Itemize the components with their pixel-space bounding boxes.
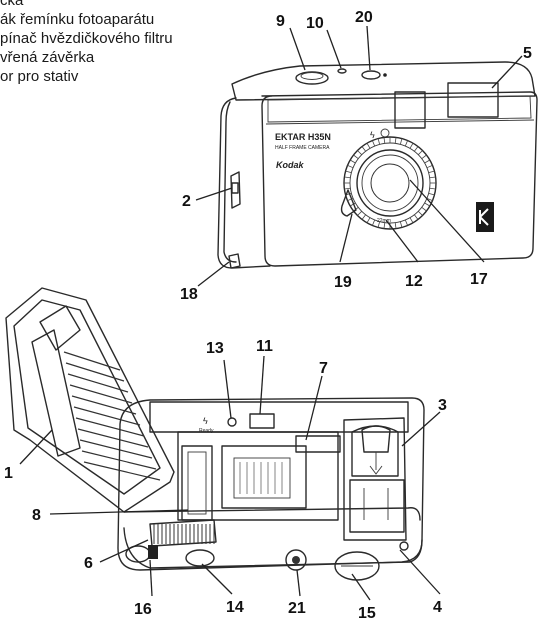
flash-icon: ϟ xyxy=(370,130,375,140)
callout-17: 17 xyxy=(470,271,488,288)
cartridge-lower xyxy=(349,479,405,533)
brand-logo-text: Kodak xyxy=(276,160,305,170)
front-side-body xyxy=(217,97,271,269)
star-switch-bottom xyxy=(148,545,158,559)
take-up-spool xyxy=(181,445,213,521)
rewind-fork-housing xyxy=(351,425,399,477)
callout-2: 2 xyxy=(182,193,191,210)
top-contact xyxy=(337,68,347,74)
back-camera: ϟ Ready xyxy=(5,287,425,581)
back-body xyxy=(117,397,425,571)
battery-cover xyxy=(334,551,380,581)
front-upper-panel xyxy=(267,95,532,123)
callout-6: 6 xyxy=(84,555,93,572)
pressure-plate-top xyxy=(39,305,81,351)
bottom-plate xyxy=(123,527,423,569)
callout-15: 15 xyxy=(358,605,376,622)
rewind-release-button xyxy=(185,549,215,567)
callout-numbers: 9 10 20 5 2 18 19 12 17 13 11 7 3 4 1 8 … xyxy=(4,9,532,622)
tripod-socket-ring xyxy=(285,549,307,571)
film-chamber xyxy=(177,431,339,521)
front-bottom-foot xyxy=(228,253,241,269)
callout-11: 11 xyxy=(256,338,273,355)
tripod-socket xyxy=(292,556,300,564)
callout-7: 7 xyxy=(319,360,328,377)
pressure-plate xyxy=(31,329,81,457)
star-filter-lever xyxy=(340,189,357,217)
viewfinder-window xyxy=(394,91,426,129)
back-body-bottom-edge xyxy=(123,507,421,521)
kodak-logo-icon xyxy=(476,202,494,232)
callout-3: 3 xyxy=(438,397,447,414)
lens-inner-ring xyxy=(361,154,419,212)
legend-item-5: or pro stativ xyxy=(0,68,79,85)
front-camera: EKTAR H35N HALF FRAME CAMERA Kodak ϟ 22m… xyxy=(217,61,538,269)
strap-lug xyxy=(230,171,241,209)
callout-9: 9 xyxy=(276,13,285,30)
star-filter-icon xyxy=(380,128,390,138)
callout-5: 5 xyxy=(523,45,532,62)
light-sensor-window xyxy=(447,82,499,118)
advance-wheel-teeth xyxy=(153,524,215,544)
callout-13: 13 xyxy=(206,340,224,357)
legend-list: cka ák řemínku fotoaparátu pínač hvězdič… xyxy=(0,0,173,86)
sprocket-wheel xyxy=(295,435,341,453)
cartridge-chamber xyxy=(343,417,407,541)
film-aperture xyxy=(233,457,291,499)
front-panel-line xyxy=(265,119,535,125)
leader-lines xyxy=(19,25,523,601)
legend-item-4: vřená závěrka xyxy=(0,49,95,66)
callout-1: 1 xyxy=(4,465,13,482)
viewfinder-eyepiece xyxy=(249,413,275,429)
back-door xyxy=(5,287,175,513)
callout-20: 20 xyxy=(355,9,373,26)
legend-item-1: cka xyxy=(0,0,24,9)
ready-indicator-light xyxy=(227,417,237,427)
ready-flash-icon: ϟ xyxy=(203,416,208,426)
lens-focal-text: 22mm xyxy=(377,218,391,224)
legend-item-2: ák řemínku fotoaparátu xyxy=(0,11,155,28)
ready-label: Ready xyxy=(199,428,214,434)
film-advance-wheel xyxy=(149,519,217,547)
door-ribs xyxy=(63,351,161,481)
take-up-spool-core xyxy=(187,451,207,515)
rewind-fork xyxy=(361,425,391,453)
gate-ribs xyxy=(239,462,283,494)
flash-switch xyxy=(361,70,381,80)
front-face xyxy=(261,91,538,267)
callout-4: 4 xyxy=(433,599,442,616)
flash-indicator-dot xyxy=(383,73,387,77)
callout-19: 19 xyxy=(334,274,352,291)
front-top-plate xyxy=(231,61,536,101)
callout-10: 10 xyxy=(306,15,324,32)
front-side-edge xyxy=(223,101,237,263)
callout-18: 18 xyxy=(180,286,198,303)
callout-21: 21 xyxy=(288,600,306,617)
model-subtitle: HALF FRAME CAMERA xyxy=(275,145,330,151)
shutter-button xyxy=(295,71,329,85)
legend-item-3: pínač hvězdičkového filtru xyxy=(0,30,173,47)
callout-8: 8 xyxy=(32,507,41,524)
lens-glass xyxy=(370,163,410,203)
bottom-lug-right xyxy=(399,541,409,551)
lens-barrel xyxy=(356,149,424,217)
lens-assembly: 22mm xyxy=(340,136,437,230)
back-door-inner xyxy=(13,299,161,495)
film-gate xyxy=(221,445,307,509)
shutter-button-top xyxy=(300,72,324,80)
callout-12: 12 xyxy=(405,273,423,290)
callout-16: 16 xyxy=(134,601,152,618)
model-name: EKTAR H35N xyxy=(275,132,331,142)
callout-14: 14 xyxy=(226,599,244,616)
